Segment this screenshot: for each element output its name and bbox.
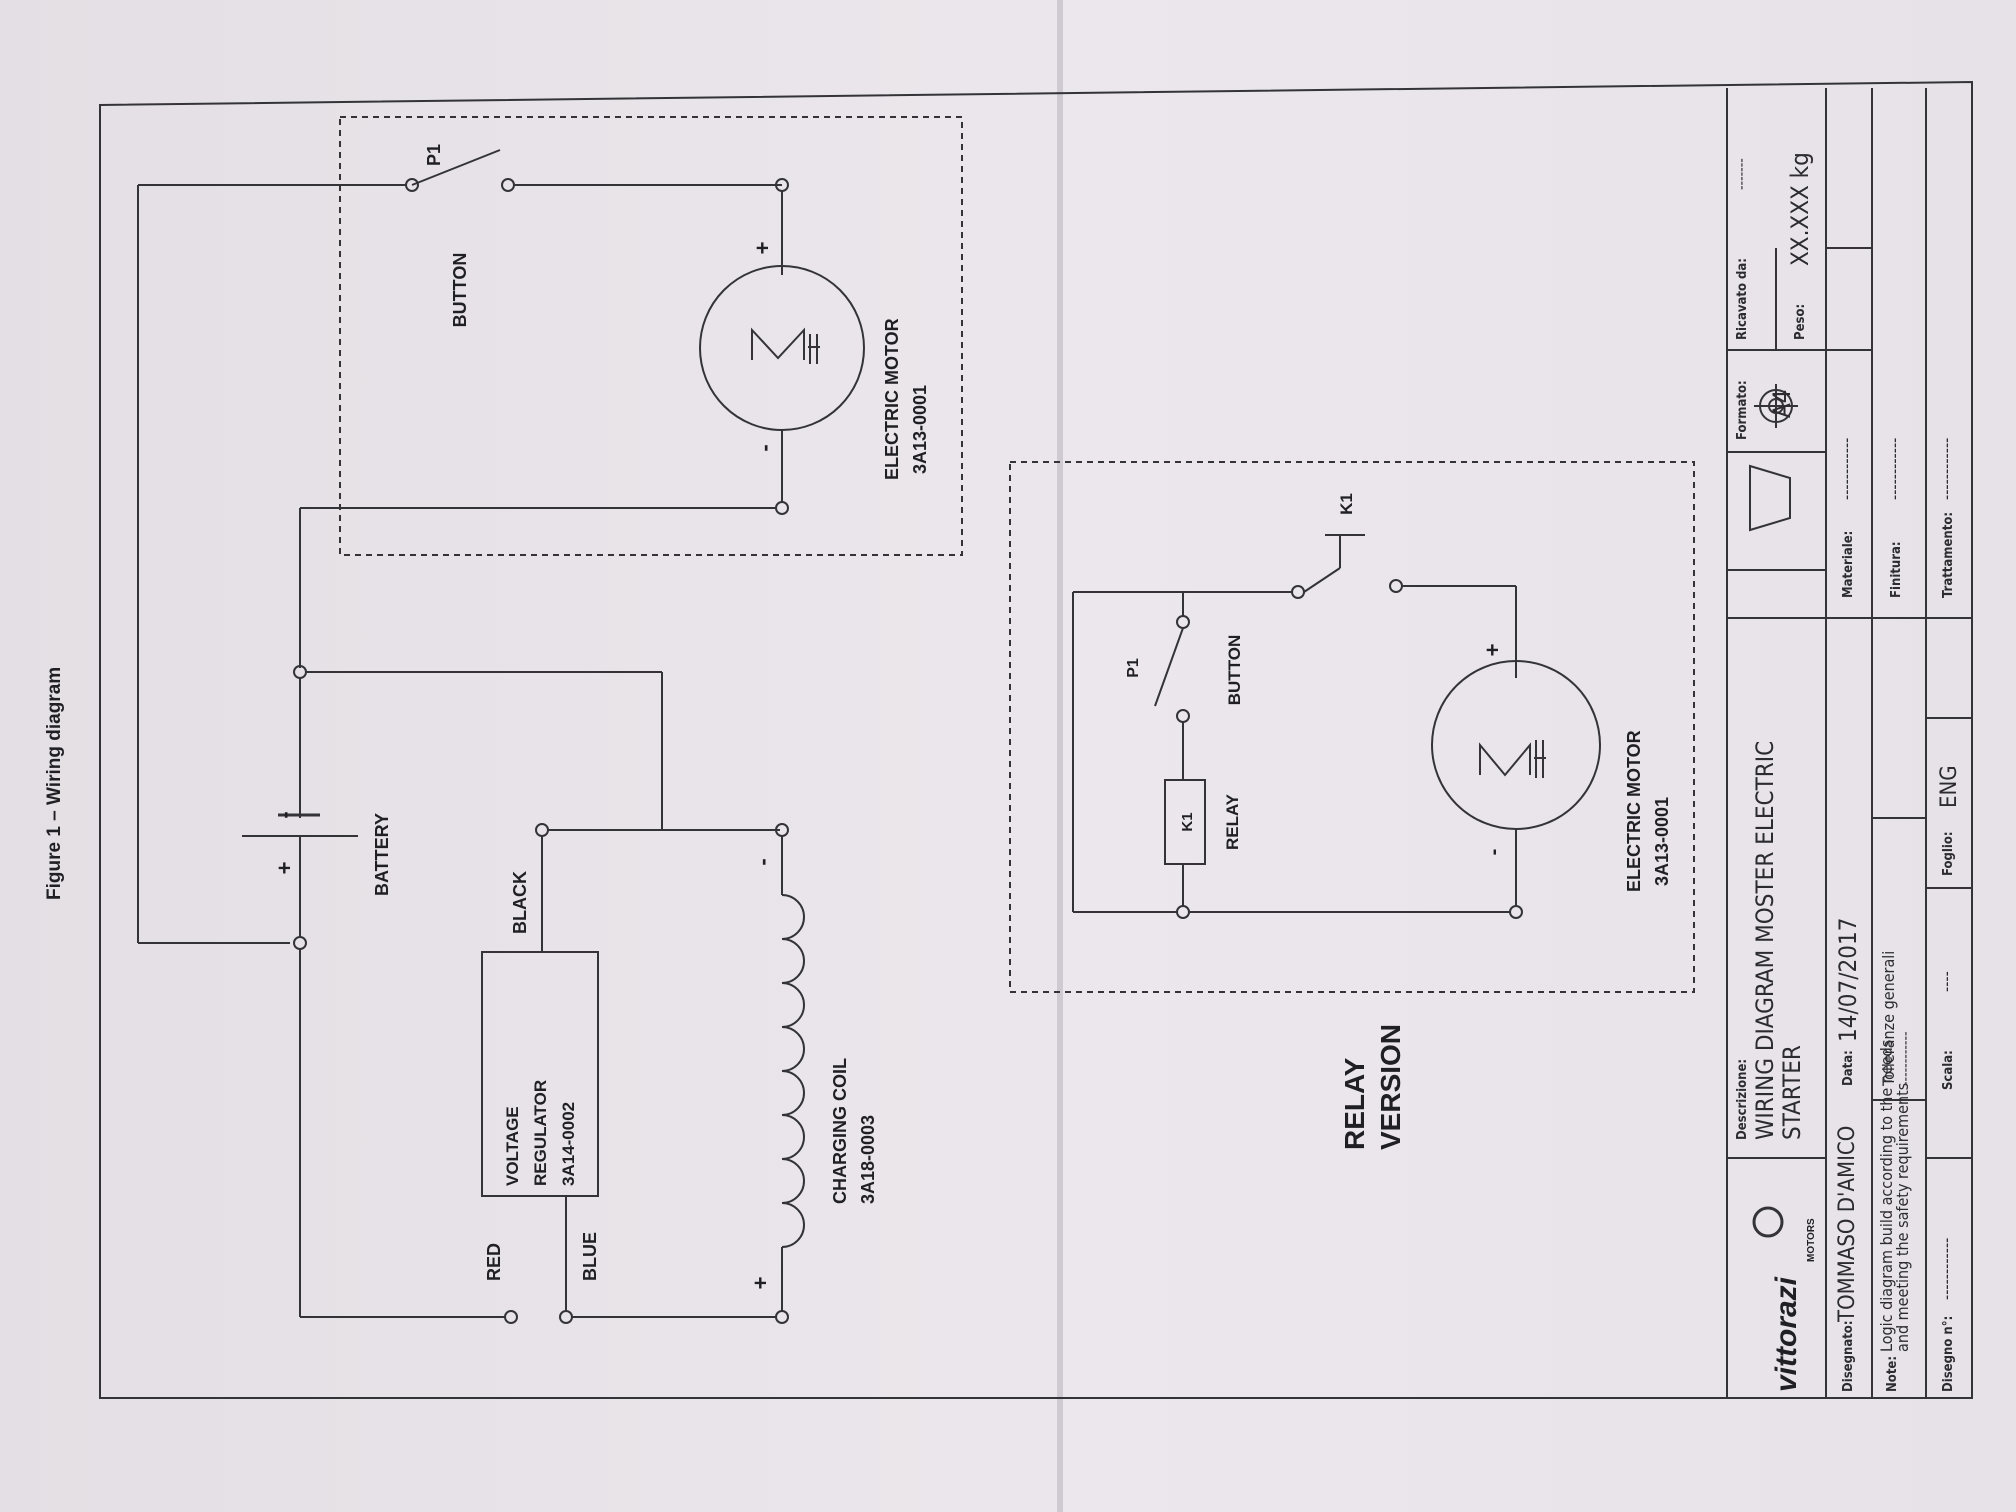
coil-code: 3A18-0003	[858, 1115, 878, 1204]
tolerance-line1: Tolleranze generali	[1879, 951, 1898, 1087]
relay-version-line2: VERSION	[1375, 1024, 1406, 1150]
relay-motor-minus: -	[1483, 849, 1505, 856]
regulator-code: 3A14-0002	[559, 1102, 578, 1186]
relay-motor-code: 3A13-0001	[1652, 797, 1672, 886]
relay-button-label: BUTTON	[1225, 635, 1244, 706]
treatment-label: Trattamento:	[1941, 512, 1956, 598]
main-motor-name: ELECTRIC MOTOR	[882, 318, 902, 480]
note-line2: and meeting the safety requirements	[1893, 1083, 1912, 1352]
main-electric-motor	[699, 265, 865, 431]
weight-value: XX.XXX kg	[1786, 152, 1814, 266]
sheet-label: Foglio:	[1941, 831, 1956, 876]
wire-black-label: BLACK	[510, 871, 530, 934]
format-value: A4	[1768, 390, 1796, 419]
coil-name: CHARGING COIL	[830, 1058, 850, 1204]
regulator-line1: VOLTAGE	[503, 1106, 522, 1186]
wire-blue-label: BLUE	[580, 1232, 600, 1281]
designer-name: TOMMASO D'AMICO	[1835, 1126, 1860, 1323]
motor-enclosure	[339, 116, 963, 556]
coil-minus: -	[750, 858, 775, 865]
charging-coil	[781, 894, 805, 1248]
relay-p1-label: P1	[1125, 658, 1142, 678]
designer-label: Disegnato:	[1841, 1320, 1856, 1392]
wire-red-label: RED	[484, 1243, 504, 1281]
battery-plus: +	[272, 862, 297, 875]
relay-enclosure	[1009, 461, 1695, 993]
note-line1: Logic diagram build according to the nee…	[1877, 1040, 1896, 1352]
battery-minus: -	[272, 811, 297, 818]
p1-label: P1	[424, 144, 444, 166]
drawing-no-value: ------------	[1937, 1238, 1956, 1300]
relay-version-line1: RELAY	[1339, 1057, 1370, 1150]
tolerance-line2: ------------	[1898, 1031, 1914, 1086]
battery-label: BATTERY	[372, 813, 392, 896]
note-label: Note:	[1885, 1356, 1900, 1392]
company-sub: MOTORS	[1806, 1218, 1817, 1262]
material-value: ------------	[1837, 438, 1856, 500]
relay-motor-plus: +	[1480, 644, 1505, 657]
material-label: Materiale:	[1841, 531, 1856, 598]
descr-label: Descrizione:	[1735, 1059, 1750, 1140]
descr-line2: STARTER	[1778, 1045, 1806, 1140]
drawing-no-label: Disegno n°:	[1941, 1316, 1956, 1392]
date-label: Data:	[1841, 1050, 1856, 1086]
descr-line1: WIRING DIAGRAM MOSTER ELECTRIC	[1751, 741, 1779, 1140]
relay-box-label: K1	[1179, 812, 1196, 831]
scale-value: ----	[1937, 971, 1956, 992]
main-motor-plus: +	[750, 242, 775, 255]
p1-terminal-right	[501, 178, 515, 192]
voltage-regulator	[481, 951, 599, 1197]
finish-value: ------------	[1885, 438, 1904, 500]
figure-title: Figure 1 – Wiring diagram	[44, 667, 65, 900]
relay-motor-name: ELECTRIC MOTOR	[1624, 730, 1644, 892]
button-label: BUTTON	[450, 253, 470, 328]
k1-contact-blade	[1303, 567, 1341, 593]
coil-plus: +	[748, 1277, 773, 1290]
derived-value: -------	[1734, 158, 1750, 190]
p1-switch-blade	[411, 149, 501, 186]
relay-electric-motor	[1431, 660, 1601, 830]
drawing-frame	[99, 80, 1973, 1399]
date-value: 14/07/2017	[1834, 918, 1862, 1042]
main-motor-code: 3A13-0001	[910, 385, 930, 474]
company-name: vittorazi	[1770, 1276, 1803, 1392]
treatment-value: ------------	[1937, 438, 1956, 500]
motor-symbol	[751, 327, 805, 360]
format-label: Formato:	[1735, 380, 1750, 440]
sheet-value: ENG	[1937, 765, 1962, 808]
relay-label: RELAY	[1223, 793, 1242, 850]
company-logo-mark	[1752, 1206, 1784, 1238]
finish-label: Finitura:	[1889, 541, 1904, 598]
regulator-line2: REGULATOR	[531, 1080, 550, 1186]
relay-p1-blade	[1154, 627, 1184, 707]
k1-contact-label: K1	[1337, 493, 1356, 515]
relay-coil-k1	[1164, 779, 1206, 865]
scale-label: Scala:	[1941, 1050, 1956, 1090]
weight-label: Peso:	[1793, 304, 1808, 340]
projection-symbol	[1749, 464, 1791, 532]
derived-label: Ricavato da:	[1735, 258, 1750, 340]
main-motor-minus: -	[752, 444, 777, 451]
title-block	[1726, 88, 1972, 1398]
